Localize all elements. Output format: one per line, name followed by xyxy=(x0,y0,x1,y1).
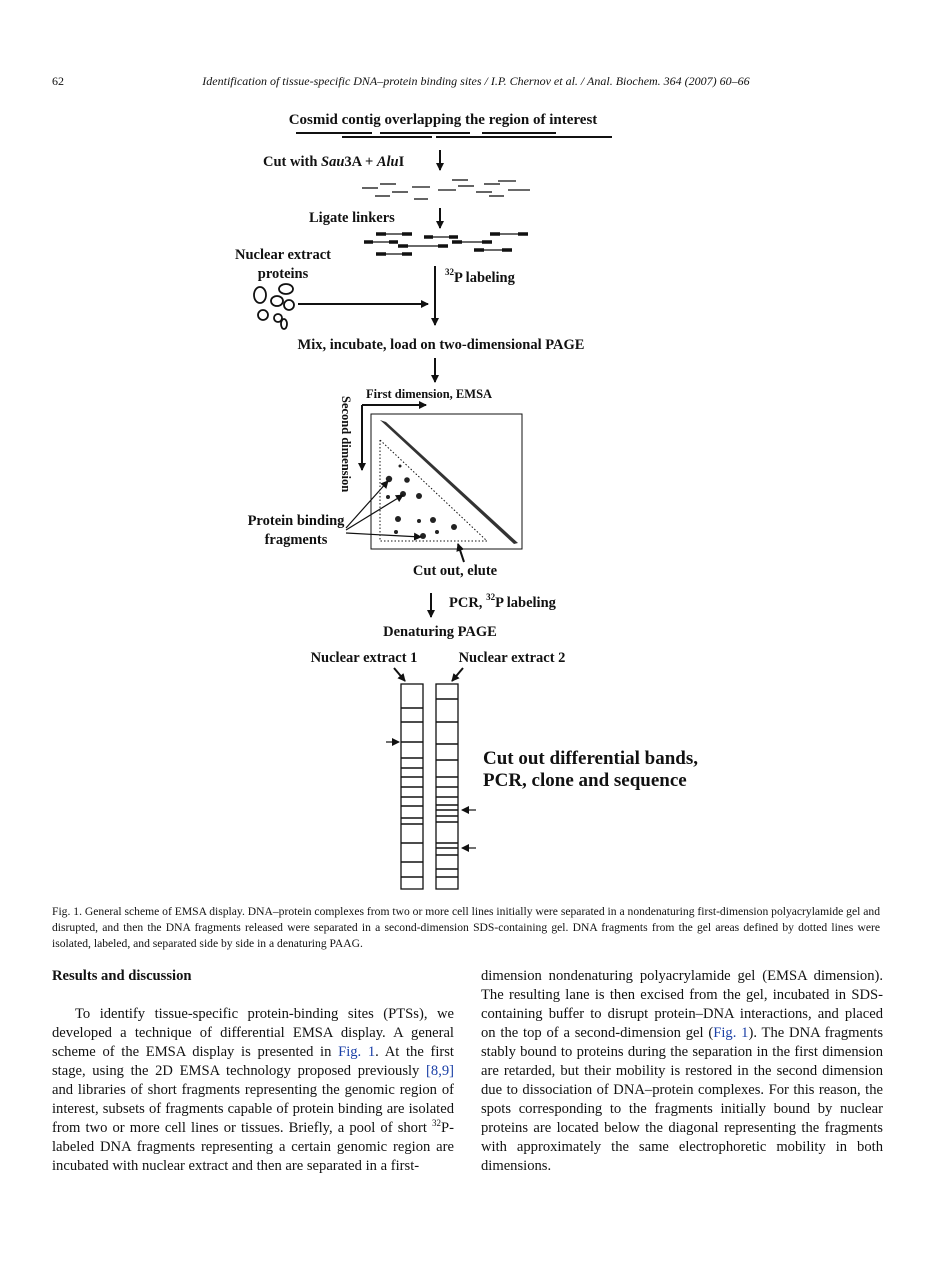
paragraph: dimension nondenaturing polyacrylamide g… xyxy=(481,968,884,1174)
figure-reference-link[interactable]: Fig. 1 xyxy=(713,1025,749,1041)
gel-lane-2 xyxy=(435,683,459,890)
protein-binding-arrows xyxy=(345,480,422,541)
gel-diagonal xyxy=(380,420,518,544)
figure-title: Cosmid contig overlapping the region of … xyxy=(289,112,598,128)
cosmid-contig xyxy=(296,132,612,138)
gel-frame xyxy=(370,413,523,550)
citation-link[interactable]: [8,9] xyxy=(426,1063,454,1079)
pcr-step-label: PCR, 32P labeling xyxy=(449,592,557,611)
figure-caption: Fig. 1. General scheme of EMSA display. … xyxy=(52,905,880,950)
labeling-label: 32P labeling xyxy=(445,267,516,286)
paragraph: To identify tissue-specific protein-bind… xyxy=(52,1006,454,1174)
mix-step-label: Mix, incubate, load on two-dimensional P… xyxy=(298,337,585,353)
section-title: Results and discussion xyxy=(52,968,192,984)
cut-step-label: Cut with Sau3A + AluI xyxy=(263,154,405,170)
figure-reference-link[interactable]: Fig. 1 xyxy=(338,1044,376,1060)
page-number: 62 xyxy=(52,74,64,88)
cut-fragments xyxy=(362,179,530,200)
extract-1-label: Nuclear extract 1 xyxy=(311,650,418,666)
emsa-scheme-figure: Cosmid contig overlapping the region of … xyxy=(235,112,698,890)
gel-lane-1 xyxy=(400,683,424,890)
first-dimension-label: First dimension, EMSA xyxy=(366,387,492,401)
lane-1-arrow xyxy=(393,667,406,682)
ligate-step-label: Ligate linkers xyxy=(309,210,395,226)
dotted-region xyxy=(379,438,489,542)
protein-blobs xyxy=(253,283,295,330)
final-step-label-2: PCR, clone and sequence xyxy=(483,770,687,791)
nuclear-extract-label-2: proteins xyxy=(258,266,309,282)
lane-2-arrow xyxy=(451,667,464,682)
running-title: Identification of tissue-specific DNA–pr… xyxy=(202,74,750,88)
gel-spots xyxy=(385,464,457,539)
body-column-left: Results and discussion To identify tissu… xyxy=(52,967,454,1176)
linker-fragments xyxy=(364,232,528,256)
protein-binding-label-2: fragments xyxy=(265,532,328,548)
denaturing-page-label: Denaturing PAGE xyxy=(383,624,497,640)
final-step-label: Cut out differential bands, xyxy=(483,748,698,769)
body-column-right: dimension nondenaturing polyacrylamide g… xyxy=(481,967,883,1176)
cut-out-elute-label: Cut out, elute xyxy=(413,563,498,579)
nuclear-extract-label: Nuclear extract xyxy=(235,247,331,263)
protein-binding-label: Protein binding xyxy=(248,513,346,529)
extract-2-label: Nuclear extract 2 xyxy=(459,650,566,666)
second-dimension-label: Second dimension xyxy=(339,396,353,492)
cut-out-arrow xyxy=(456,543,465,563)
